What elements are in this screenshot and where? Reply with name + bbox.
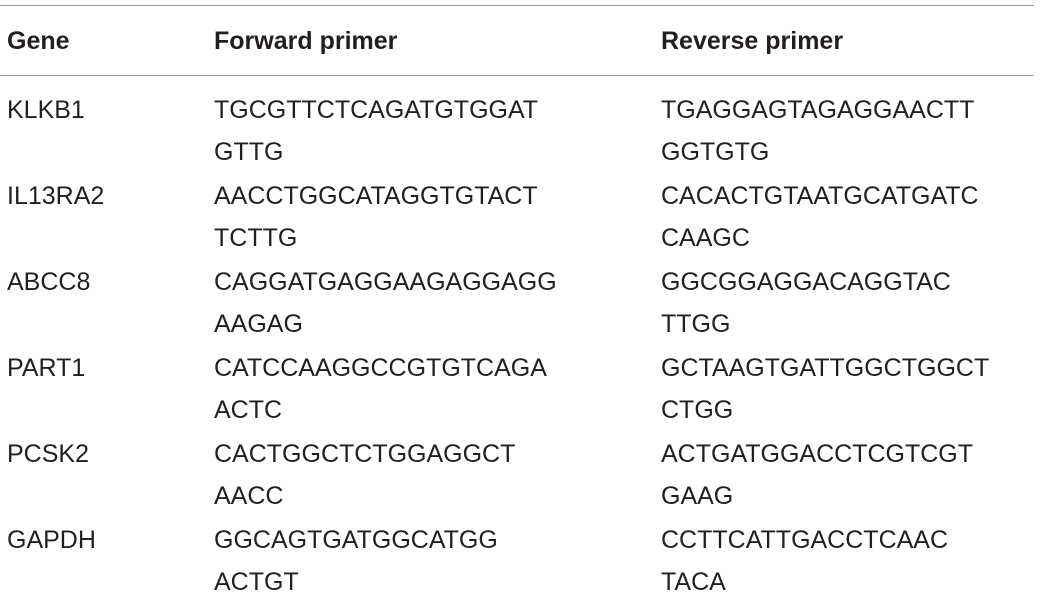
sequence-line: GTTG <box>214 138 284 166</box>
reverse-primer-cell: GCTAAGTGATTGGCTGGCT CTGG <box>661 347 989 431</box>
sequence-line: TCTTG <box>214 224 298 252</box>
reverse-primer-cell: ACTGATGGACCTCGTCGT GAAG <box>661 433 973 517</box>
sequence-line: ACTGT <box>214 568 299 596</box>
gene-cell: GAPDH <box>7 526 96 554</box>
reverse-primer-cell: TGAGGAGTAGAGGAACTT GGTGTG <box>661 89 974 173</box>
sequence-line: GCTAAGTGATTGGCTGGCT <box>661 354 990 382</box>
table-header-rule <box>0 75 1034 76</box>
sequence-line: AAGAG <box>214 310 303 338</box>
header-reverse-primer: Reverse primer <box>661 27 844 55</box>
sequence-line: CACACTGTAATGCATGATC <box>661 182 979 210</box>
forward-primer-cell: CAGGATGAGGAAGAGGAGG AAGAG <box>214 261 557 345</box>
sequence-line: ACTGATGGACCTCGTCGT <box>661 440 974 468</box>
sequence-line: AACCTGGCATAGGTGTACT <box>214 182 538 210</box>
sequence-line: CAGGATGAGGAAGAGGAGG <box>214 268 557 296</box>
table-row: KLKB1 TGCGTTCTCAGATGTGGAT GTTG TGAGGAGTA… <box>0 89 1040 175</box>
sequence-line: CTGG <box>661 396 734 424</box>
table-header-row: Gene Forward primer Reverse primer <box>0 23 1040 63</box>
forward-primer-cell: CATCCAAGGCCGTGTCAGA ACTC <box>214 347 547 431</box>
sequence-line: GAAG <box>661 482 734 510</box>
table-row: PART1 CATCCAAGGCCGTGTCAGA ACTC GCTAAGTGA… <box>0 347 1040 433</box>
gene-cell: IL13RA2 <box>7 182 105 210</box>
reverse-primer-cell: CACACTGTAATGCATGATC CAAGC <box>661 175 979 259</box>
sequence-line: TGCGTTCTCAGATGTGGAT <box>214 96 539 124</box>
gene-cell: PCSK2 <box>7 440 89 468</box>
reverse-primer-cell: CCTTCATTGACCTCAAC TACA <box>661 519 948 603</box>
sequence-line: GGTGTG <box>661 138 770 166</box>
table-row: GAPDH GGCAGTGATGGCATGG ACTGT CCTTCATTGAC… <box>0 519 1040 605</box>
sequence-line: ACTC <box>214 396 283 424</box>
gene-cell: KLKB1 <box>7 96 85 124</box>
forward-primer-cell: AACCTGGCATAGGTGTACT TCTTG <box>214 175 538 259</box>
table-row: IL13RA2 AACCTGGCATAGGTGTACT TCTTG CACACT… <box>0 175 1040 261</box>
sequence-line: TGAGGAGTAGAGGAACTT <box>661 96 975 124</box>
sequence-line: CATCCAAGGCCGTGTCAGA <box>214 354 547 382</box>
sequence-line: CAAGC <box>661 224 750 252</box>
header-forward-primer: Forward primer <box>214 27 398 55</box>
gene-cell: ABCC8 <box>7 268 91 296</box>
header-gene: Gene <box>7 27 70 55</box>
table-row: ABCC8 CAGGATGAGGAAGAGGAGG AAGAG GGCGGAGG… <box>0 261 1040 347</box>
sequence-line: CCTTCATTGACCTCAAC <box>661 526 949 554</box>
forward-primer-cell: GGCAGTGATGGCATGG ACTGT <box>214 519 498 603</box>
forward-primer-cell: TGCGTTCTCAGATGTGGAT GTTG <box>214 89 538 173</box>
sequence-line: TACA <box>661 568 726 596</box>
sequence-line: TTGG <box>661 310 731 338</box>
reverse-primer-cell: GGCGGAGGACAGGTAC TTGG <box>661 261 951 345</box>
sequence-line: GGCGGAGGACAGGTAC <box>661 268 951 296</box>
sequence-line: GGCAGTGATGGCATGG <box>214 526 498 554</box>
forward-primer-cell: CACTGGCTCTGGAGGCT AACC <box>214 433 515 517</box>
sequence-line: CACTGGCTCTGGAGGCT <box>214 440 516 468</box>
table-body: KLKB1 TGCGTTCTCAGATGTGGAT GTTG TGAGGAGTA… <box>0 89 1040 605</box>
table-row: PCSK2 CACTGGCTCTGGAGGCT AACC ACTGATGGACC… <box>0 433 1040 519</box>
table-top-rule <box>0 5 1034 6</box>
sequence-line: AACC <box>214 482 284 510</box>
gene-cell: PART1 <box>7 354 86 382</box>
